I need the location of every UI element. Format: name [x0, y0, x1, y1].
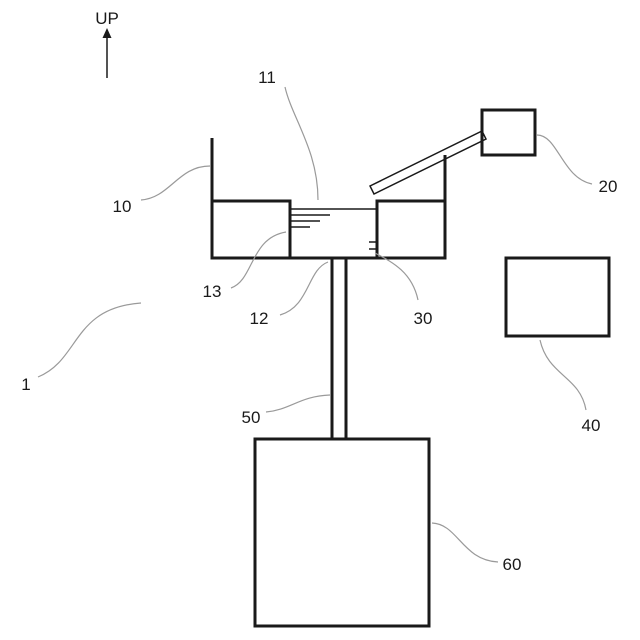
- ref-20: 20: [599, 177, 618, 196]
- ref-60: 60: [503, 555, 522, 574]
- arm-head-box: [482, 110, 535, 155]
- leader-12: [280, 262, 328, 315]
- leader-60: [432, 523, 498, 562]
- up-label: UP: [95, 9, 119, 28]
- up-arrow-head-icon: [103, 28, 112, 38]
- leader-1: [38, 303, 141, 377]
- leader-13: [231, 232, 286, 288]
- vessel-walls: [212, 138, 445, 258]
- shaft: [332, 258, 346, 439]
- leader-30: [375, 253, 418, 300]
- leader-40: [540, 340, 586, 410]
- ref-50: 50: [242, 408, 261, 427]
- left-block: [212, 201, 290, 258]
- ref-40: 40: [582, 416, 601, 435]
- vessel: [212, 138, 445, 258]
- arm-unit: [370, 110, 535, 194]
- controller-box: [506, 258, 609, 336]
- right-block: [377, 201, 445, 258]
- ref-1: 1: [21, 375, 30, 394]
- arm: [370, 131, 486, 194]
- leader-20: [537, 135, 592, 184]
- ref-13: 13: [203, 282, 222, 301]
- up-arrow-group: UP: [95, 9, 119, 78]
- ref-30: 30: [414, 309, 433, 328]
- leader-11: [285, 87, 318, 200]
- leader-50: [266, 395, 330, 412]
- leader-10: [141, 166, 210, 200]
- ref-11: 11: [258, 68, 276, 87]
- ref-10: 10: [113, 197, 132, 216]
- base-unit-box: [255, 439, 429, 626]
- ref-12: 12: [250, 309, 269, 328]
